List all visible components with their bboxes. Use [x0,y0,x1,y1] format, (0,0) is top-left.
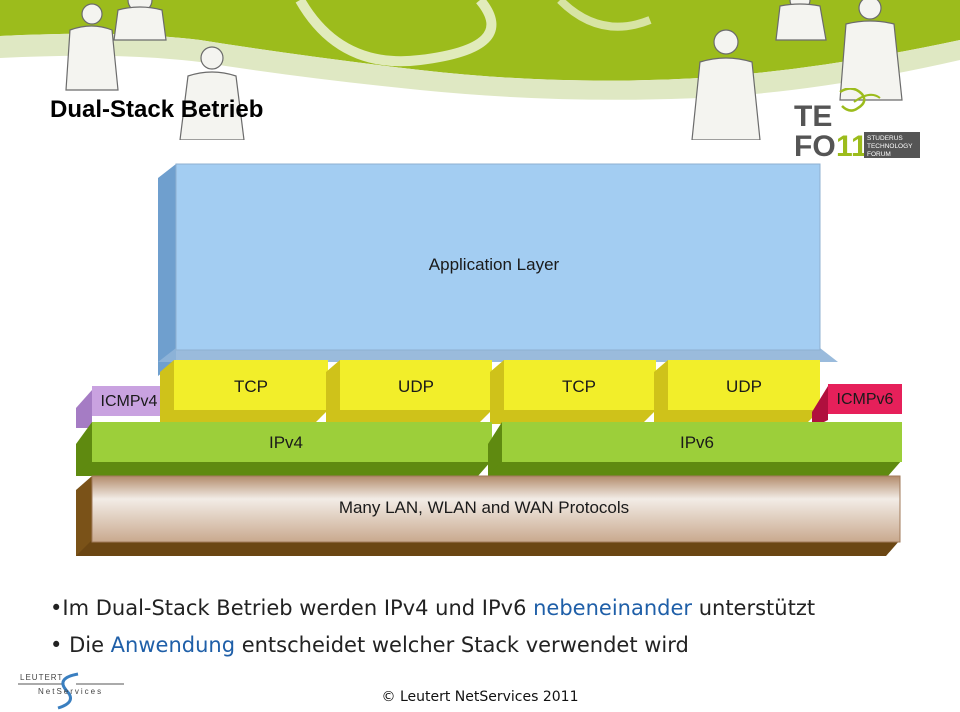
ipv4-block: IPv4 [76,422,492,476]
application-layer-label: Application Layer [429,255,560,274]
people-silhouettes [65,0,903,140]
bullet-1-end: unterstützt [692,596,816,620]
tcp-v4-label: TCP [234,377,268,396]
footer-copyright: © Leutert NetServices 2011 [381,689,579,705]
bullet-1: •Im Dual-Stack Betrieb werden IPv4 und I… [50,596,816,620]
udp-v6-label: UDP [726,377,762,396]
bullet-1-highlight: nebeneinander [533,596,693,620]
bullet-2-end: entscheidet welcher Stack verwendet wird [235,633,689,657]
icmpv4-label: ICMPv4 [101,393,158,410]
bullet-1-text: Im Dual-Stack Betrieb werden IPv4 und IP… [62,596,534,620]
header-banner [0,0,960,140]
tcp-v6-label: TCP [562,377,596,396]
ipv6-label: IPv6 [680,433,714,452]
dual-stack-diagram: Application Layer ICMPv4 TCP UDP TCP UDP… [76,163,902,556]
icmpv6-label: ICMPv6 [837,391,894,408]
bullet-2: • Die Anwendung entscheidet welcher Stac… [50,633,689,657]
leutert-logo-top: LEUTERT [20,673,63,682]
lan-protocols-block: Many LAN, WLAN and WAN Protocols [76,475,901,556]
tefo-te: TE [794,100,832,133]
udp-v4-label: UDP [398,377,434,396]
slide-title: Dual-Stack Betrieb [50,96,264,123]
bullet-2-text: Die [69,633,111,657]
leutert-logo: LEUTERT NetServices [18,672,124,710]
udp-v4-block: UDP [326,360,492,424]
tcp-v6-block: TCP [490,360,656,424]
tefo-org-3: FORUM [867,151,891,158]
tefo-org-2: TECHNOLOGY [867,143,913,150]
ipv4-label: IPv4 [269,433,303,452]
lan-protocols-label: Many LAN, WLAN and WAN Protocols [339,498,629,517]
bullet-2-highlight: Anwendung [110,633,236,657]
tcp-v4-block: TCP [160,360,328,424]
application-layer-block: Application Layer [158,163,838,376]
ipv6-block: IPv6 [488,422,902,476]
bullet-list: •Im Dual-Stack Betrieb werden IPv4 und I… [50,590,815,664]
tefo-fo: FO [794,130,836,160]
udp-v6-block: UDP [654,360,820,424]
tefo-number: 11 [836,130,868,160]
tefo-logo: TE FO 11 STUDERUS TECHNOLOGY FORUM [794,88,920,160]
icmpv6-block: ICMPv6 [812,384,902,428]
leutert-logo-bottom: NetServices [38,687,103,696]
icmpv4-block: ICMPv4 [76,386,166,428]
tefo-org-1: STUDERUS [867,135,903,142]
